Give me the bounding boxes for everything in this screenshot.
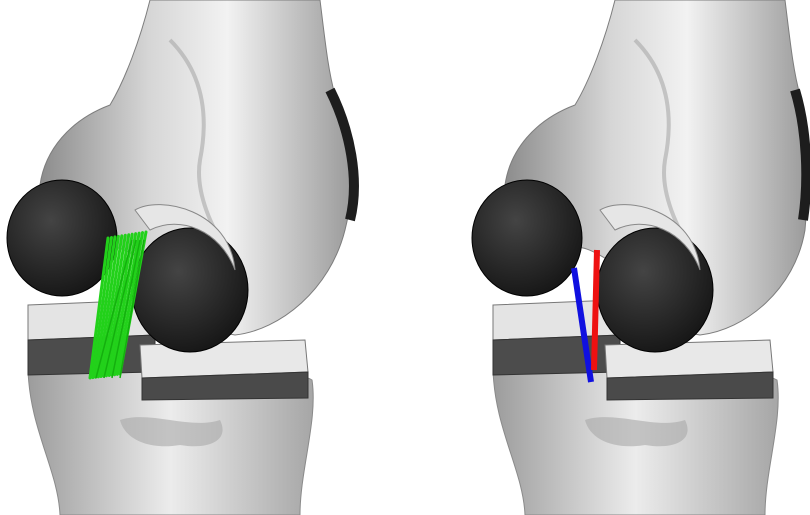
lateral-condyle bbox=[132, 228, 248, 352]
ligament-line-red bbox=[594, 250, 597, 370]
right-knee-panel bbox=[405, 0, 810, 515]
lateral-condyle bbox=[597, 228, 713, 352]
tibial-insert-lateral bbox=[605, 340, 773, 400]
left-knee-panel bbox=[0, 0, 405, 515]
tibial-insert-lateral bbox=[140, 340, 308, 400]
medial-condyle bbox=[472, 180, 582, 296]
medial-condyle bbox=[7, 180, 117, 296]
right-knee-svg bbox=[405, 0, 810, 515]
left-knee-svg bbox=[0, 0, 405, 515]
